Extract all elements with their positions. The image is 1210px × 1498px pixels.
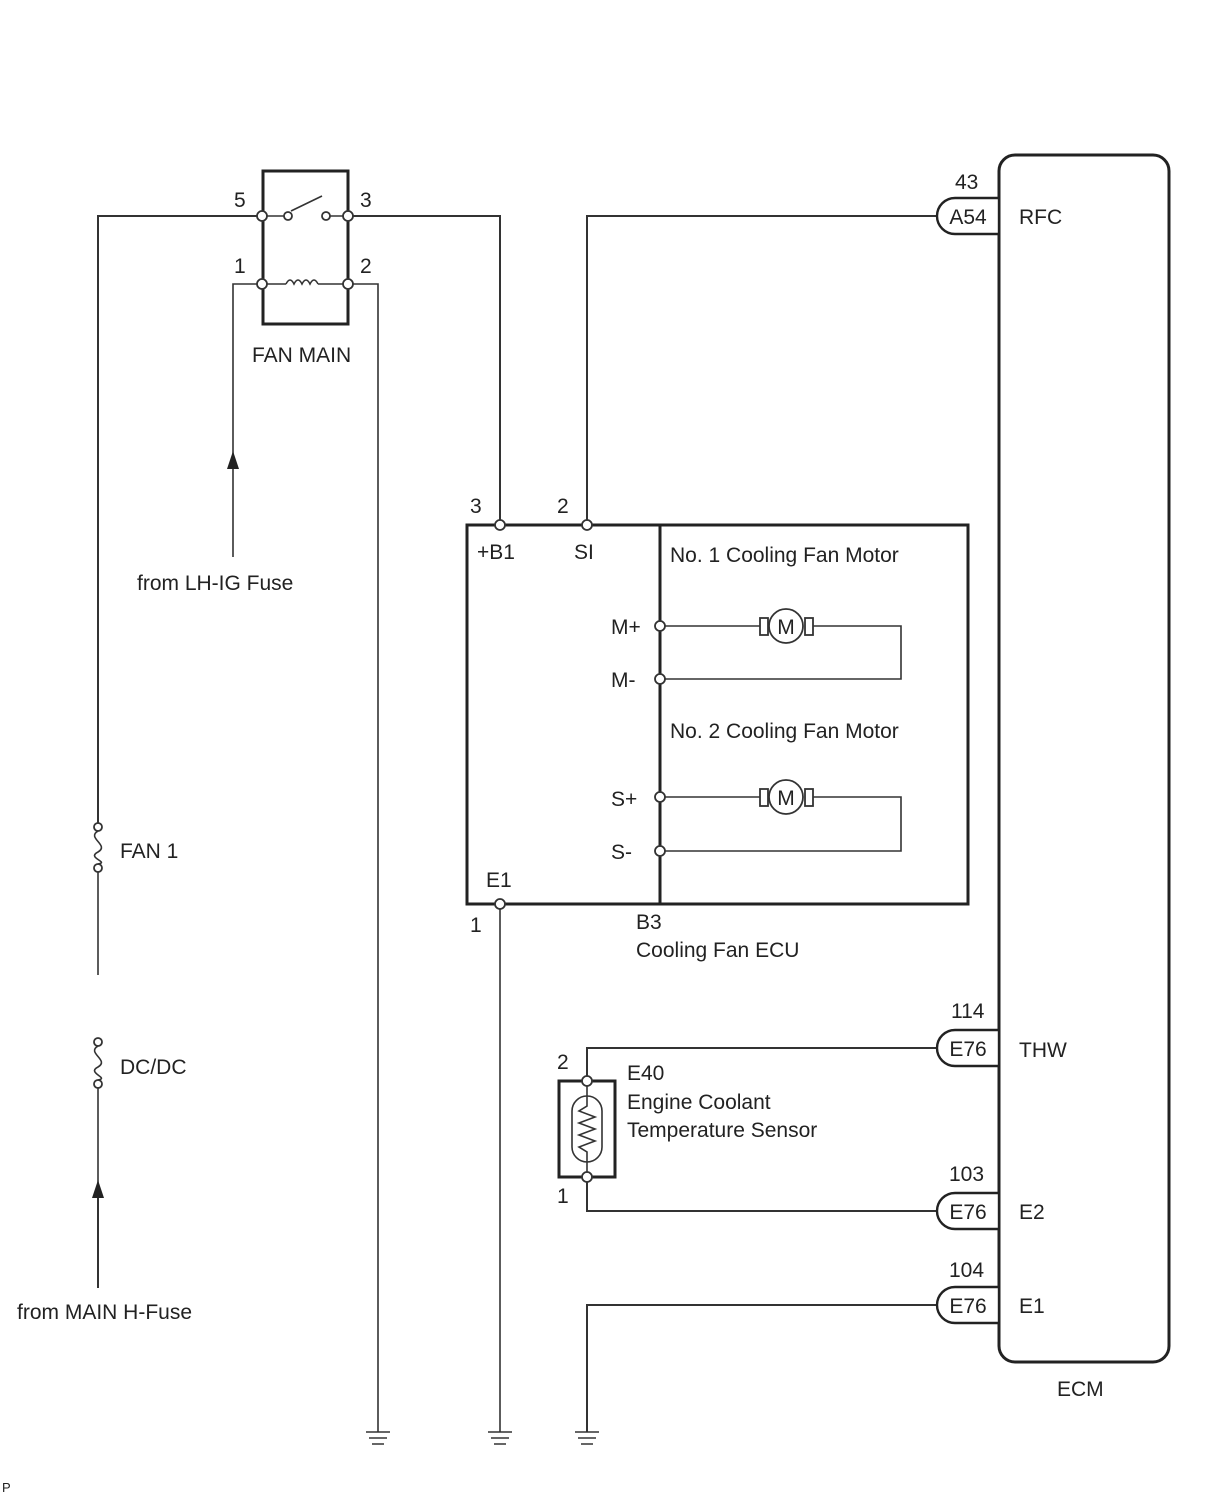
fan-ecu-pin-e1-num: 1: [470, 914, 482, 937]
lh-ig-source-label: from LH-IG Fuse: [137, 572, 293, 595]
fan-ecu-pin-si[interactable]: [581, 519, 593, 531]
relay-pin-3-label: 3: [360, 189, 372, 212]
sensor-pin-1-label: 1: [557, 1185, 569, 1208]
wire-si-rfc: [586, 215, 940, 525]
ecm-pin-thw-signal: THW: [1019, 1039, 1067, 1062]
ecm-connector-thw[interactable]: [935, 1028, 1001, 1068]
ecm-pin-e1-num: 104: [949, 1259, 984, 1282]
wire-main-supply: [97, 215, 262, 827]
fan-ecu-pin-b1-label: +B1: [477, 541, 515, 564]
motor2-title: No. 2 Cooling Fan Motor: [670, 720, 899, 743]
wire-lh-ig: [232, 283, 262, 557]
sensor-pin-2-label: 2: [557, 1051, 569, 1074]
fan-ecu-connector: B3: [636, 911, 662, 934]
ecm-connector-rfc[interactable]: [935, 196, 1001, 236]
ecm-pin-thw-num: 114: [951, 1000, 985, 1023]
fan-ecu-box: [465, 523, 970, 906]
motor2-minus-label: S-: [611, 841, 632, 864]
lh-ig-arrow-icon: [227, 451, 239, 469]
motor1-brush-right: [804, 617, 814, 636]
fan-ecu-pin-si-num: 2: [557, 495, 569, 518]
fan-ecu-pin-si-label: SI: [574, 541, 594, 564]
ecm-pin-e2-signal: E2: [1019, 1201, 1045, 1224]
main-h-source-label: from MAIN H-Fuse: [17, 1301, 192, 1324]
wire-ecm-ground: [586, 1304, 940, 1432]
relay-pin-2[interactable]: [342, 278, 354, 290]
motor1-brush-left: [759, 617, 769, 636]
footer-mark: P: [2, 1480, 11, 1495]
fan-ecu-pin-b1[interactable]: [494, 519, 506, 531]
ecm-pin-e2-num: 103: [949, 1163, 984, 1186]
relay-pin-5[interactable]: [256, 210, 268, 222]
ecm-name: ECM: [1057, 1378, 1104, 1401]
ecm-pin-e1-signal: E1: [1019, 1295, 1045, 1318]
relay-pin-2-label: 2: [360, 255, 372, 278]
fan-ecu-pin-b1-num: 3: [470, 495, 482, 518]
sensor-pin-2[interactable]: [581, 1075, 593, 1087]
sensor-name-line2: Temperature Sensor: [627, 1119, 817, 1142]
fan-ecu-pin-e1-label: E1: [486, 869, 512, 892]
fuse-dcdc-icon: [93, 1037, 103, 1089]
thermistor-zigzag: [576, 1081, 598, 1177]
wire-sensor-e2: [586, 1177, 940, 1212]
ground-ecm-icon: [575, 1431, 599, 1445]
sensor-connector: E40: [627, 1062, 664, 1085]
ecm-connector-e2[interactable]: [935, 1191, 1001, 1231]
ecm-pin-rfc-signal: RFC: [1019, 206, 1062, 229]
ecm-connector-rfc-label: A54: [949, 206, 987, 229]
motor2-icon: [768, 779, 804, 815]
relay-pin-1-label: 1: [234, 255, 246, 278]
relay-coil-icon: [262, 279, 348, 286]
ecm-connector-e2-label: E76: [949, 1201, 986, 1224]
ecm-connector-e1-label: E76: [949, 1295, 986, 1318]
ground-relay-icon: [366, 1431, 390, 1445]
sensor-name-line1: Engine Coolant: [627, 1091, 771, 1114]
relay-switch-contact: [262, 195, 348, 217]
main-h-arrow-icon: [92, 1180, 104, 1198]
motor2-pin-minus[interactable]: [654, 845, 666, 857]
ecm-connector-e1[interactable]: [935, 1285, 1001, 1325]
motor2-symbol: M: [777, 787, 795, 810]
fuse-fan1-icon: [93, 822, 103, 873]
motor2-plus-label: S+: [611, 788, 637, 811]
relay-pin-1[interactable]: [256, 278, 268, 290]
motor2-pin-plus[interactable]: [654, 791, 666, 803]
relay-pin-5-label: 5: [234, 189, 246, 212]
fuse-fan1-label: FAN 1: [120, 840, 178, 863]
relay-name: FAN MAIN: [252, 344, 351, 367]
relay-contact-b: [321, 211, 331, 221]
motor2-brush-left: [759, 788, 769, 807]
wire-relay-to-b1: [348, 215, 501, 525]
motor1-icon: [768, 608, 804, 644]
relay-pin-3[interactable]: [342, 210, 354, 222]
motor1-pin-minus[interactable]: [654, 673, 666, 685]
motor1-symbol: M: [777, 616, 795, 639]
wire-relay-ground: [348, 283, 379, 1432]
motor1-plus-label: M+: [611, 616, 641, 639]
ground-fan-ecu-icon: [488, 1431, 512, 1445]
fan-ecu-name: Cooling Fan ECU: [636, 939, 799, 962]
ecm-connector-thw-label: E76: [949, 1038, 986, 1061]
motor2-brush-right: [804, 788, 814, 807]
motor1-minus-label: M-: [611, 669, 636, 692]
motor2-wiring: [660, 796, 902, 852]
motor1-wiring: [660, 625, 902, 680]
ecm-box: [997, 153, 1171, 1364]
sensor-pin-1[interactable]: [581, 1171, 593, 1183]
ecm-pin-rfc-num: 43: [955, 171, 978, 194]
fuse-dcdc-label: DC/DC: [120, 1056, 187, 1079]
relay-box: [261, 169, 350, 326]
motor1-pin-plus[interactable]: [654, 620, 666, 632]
relay-contact-a: [283, 211, 293, 221]
wire-sensor-thw: [586, 1047, 940, 1081]
fan-ecu-pin-e1[interactable]: [494, 898, 506, 910]
motor1-title: No. 1 Cooling Fan Motor: [670, 544, 899, 567]
